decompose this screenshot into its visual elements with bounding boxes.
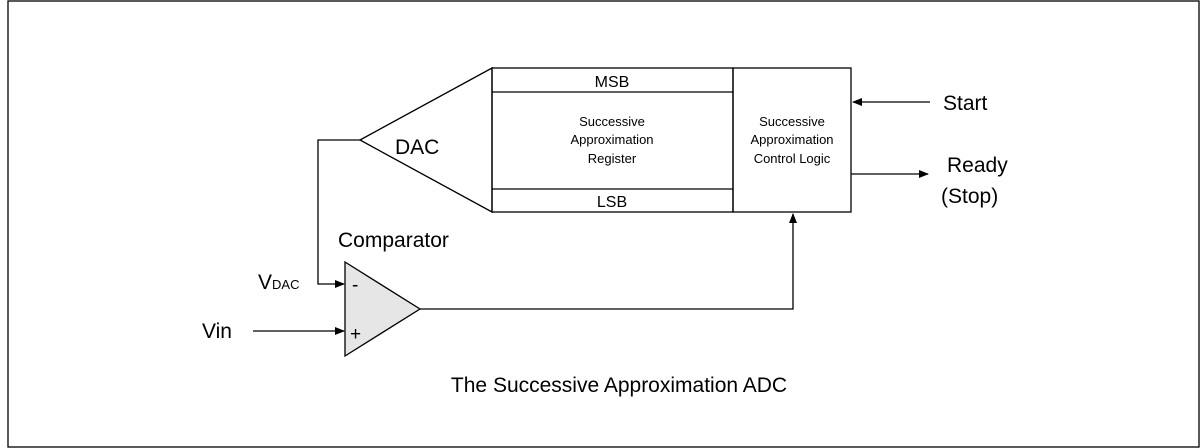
vdac-subscript: DAC — [272, 277, 299, 292]
dac-output-line — [317, 139, 360, 288]
control-logic-line-3: Control Logic — [754, 151, 831, 166]
control-logic-line-2: Approximation — [750, 132, 833, 147]
start-label: Start — [943, 92, 988, 115]
dac-label: DAC — [395, 136, 439, 159]
control-logic-box — [732, 67, 852, 213]
register-line-2: Approximation — [570, 132, 653, 147]
ready-label: Ready — [947, 154, 1008, 177]
lsb-label: LSB — [597, 194, 627, 211]
register-line-3: Register — [588, 151, 637, 166]
vin-label: Vin — [202, 320, 232, 343]
outer-frame — [7, 0, 1200, 448]
comparator-label: Comparator — [338, 229, 449, 252]
plus-sign: + — [350, 324, 361, 345]
msb-label: MSB — [595, 74, 630, 91]
comparator-output-line — [420, 213, 797, 310]
vdac-label: VDAC — [258, 271, 299, 294]
vdac-main: V — [258, 271, 272, 294]
stop-label: (Stop) — [941, 185, 998, 208]
register-line-1: Successive — [579, 114, 645, 129]
minus-sign: - — [352, 275, 358, 296]
diagram-title: The Successive Approximation ADC — [451, 374, 787, 397]
control-logic-line-1: Successive — [759, 114, 825, 129]
comparator-triangle — [344, 260, 422, 358]
